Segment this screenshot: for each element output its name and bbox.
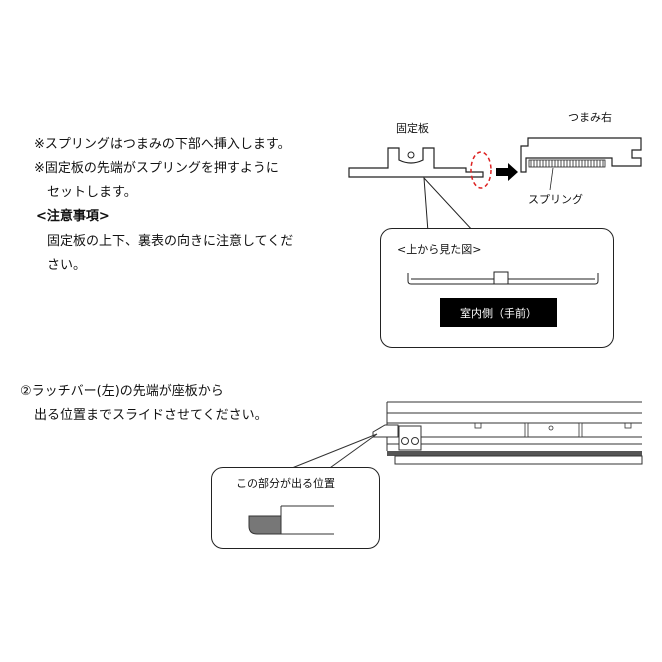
top-view-callout: <上から見た図> 室内側（手前） (380, 228, 614, 348)
exit-position-drawing (248, 505, 334, 535)
knob-right-label: つまみ右 (568, 111, 612, 124)
latch-bar-tip (372, 424, 399, 438)
caution-heading: <注意事項> (36, 209, 110, 224)
indoor-side-badge: 室内側（手前） (440, 298, 557, 327)
fixed-plate-shape (348, 147, 484, 178)
instruction-set: セットします。 (47, 185, 137, 200)
instruction-fixed-plate: ※固定板の先端がスプリングを押すように (34, 161, 279, 176)
step2-text-line1: ②ラッチバー(左)の先端が座板から (20, 384, 224, 399)
knob-right-shape (520, 137, 642, 173)
top-view-plate-drawing (407, 271, 599, 285)
spring-label: スプリング (528, 193, 583, 206)
caution-text-line2: さい。 (47, 258, 87, 273)
exit-position-callout: この部分が出る位置 (211, 467, 380, 549)
instruction-spring-insert: ※スプリングはつまみの下部へ挿入します。 (34, 137, 291, 152)
indoor-side-label: 室内側（手前） (460, 306, 537, 320)
fixed-plate-label: 固定板 (396, 122, 429, 135)
step2-text-line2: 出る位置までスライドさせてください。 (34, 408, 268, 423)
top-view-title: <上から見た図> (397, 243, 482, 256)
arrow-right-icon (496, 163, 518, 181)
caution-text-line1: 固定板の上下、裏表の向きに注意してくだ (47, 234, 294, 249)
highlight-ellipse (470, 151, 492, 189)
exit-position-title: この部分が出る位置 (236, 477, 335, 490)
